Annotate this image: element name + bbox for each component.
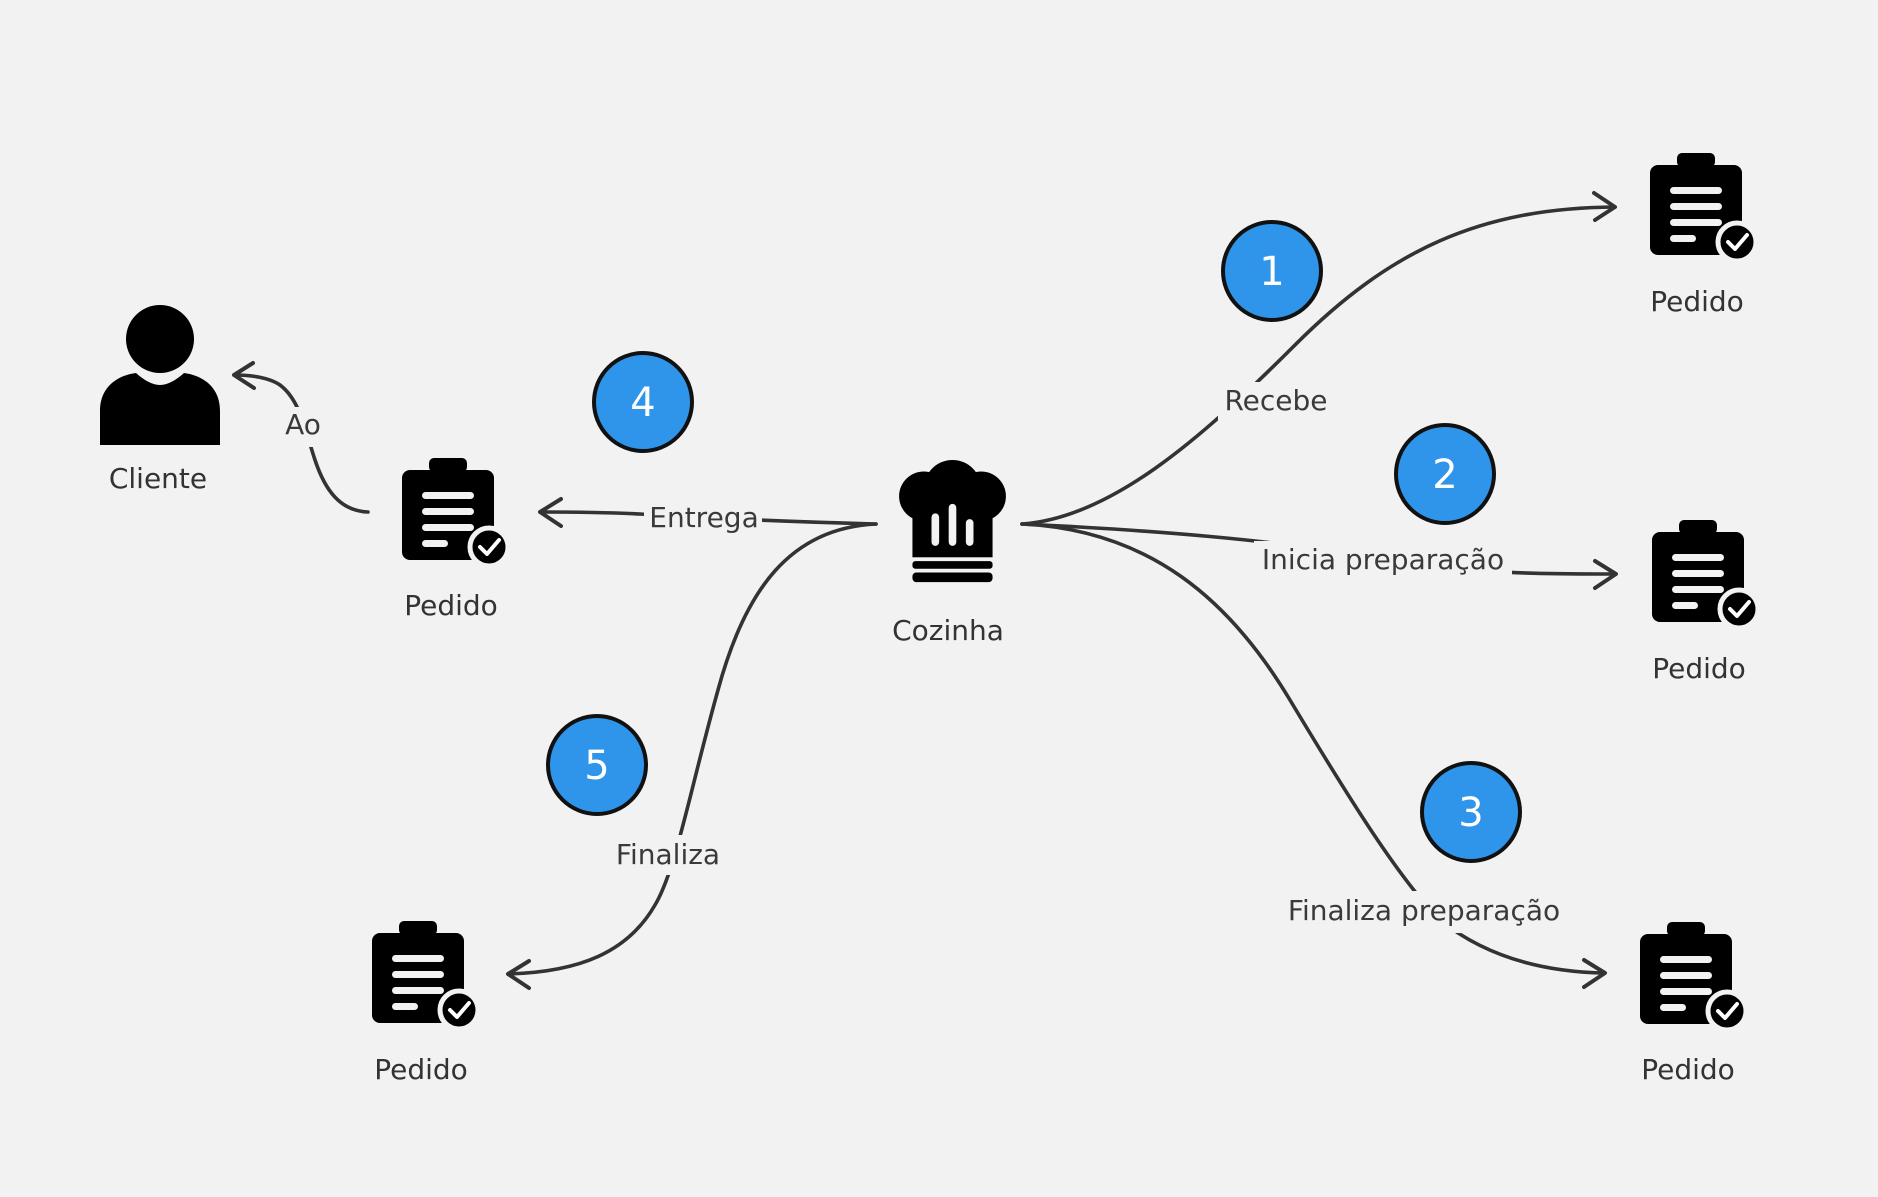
edge-label-finaliza: Finaliza [616,838,720,871]
svg-text:4: 4 [630,380,655,426]
node-pedido-recebido[interactable]: Pedido [1650,153,1756,318]
node-label-pedido: Pedido [1652,652,1746,685]
edge-recebe-arrowhead [1592,191,1617,222]
svg-text:2: 2 [1432,452,1457,498]
clipboard-check-icon [372,921,478,1029]
edge-label-inicia-preparacao: Inicia preparação [1262,543,1504,576]
chef-hat-icon [899,460,1006,583]
node-cozinha[interactable]: Cozinha [892,460,1006,647]
edge-finaliza-preparacao-arrowhead [1582,958,1607,989]
edge-label-bg [1254,541,1512,581]
edge-finaliza-preparacao [1020,522,1606,975]
step-badge-4: 4 [592,351,694,453]
svg-text:3: 3 [1458,790,1483,836]
edge-label-bg [1278,891,1570,933]
edge-finaliza [506,522,878,976]
svg-text:1: 1 [1259,249,1284,295]
node-pedido-preparado[interactable]: Pedido [1640,922,1746,1086]
edge-label-entrega: Entrega [649,501,758,534]
step-badge-1: 1 [1221,220,1323,322]
step-badge-3: 3 [1420,761,1522,863]
node-pedido-entregue[interactable]: Pedido [402,458,508,622]
edge-label-finaliza-preparacao: Finaliza preparação [1288,894,1560,927]
edge-label-ao: Ao [285,408,321,441]
edge-entrega-arrowhead [538,497,563,528]
step-badge-5: 5 [546,714,648,816]
clipboard-check-icon [402,458,508,566]
edge-label-bg [609,835,727,875]
node-pedido-em-preparacao[interactable]: Pedido [1652,520,1758,685]
edge-ao-arrowhead [232,361,256,390]
edge-finaliza-arrowhead [506,959,531,990]
node-label-pedido: Pedido [404,589,498,622]
node-label-pedido: Pedido [1641,1053,1735,1086]
edge-label-bg [644,498,762,538]
step-badge-2: 2 [1394,423,1496,525]
node-label-pedido: Pedido [1650,285,1744,318]
edge-recebe [1020,205,1617,526]
node-label-cliente: Cliente [109,462,207,495]
node-cliente[interactable]: Cliente [100,305,220,495]
node-label-cozinha: Cozinha [892,614,1004,647]
edge-label-bg [1218,382,1334,422]
clipboard-check-icon [1650,153,1756,261]
node-pedido-finalizado[interactable]: Pedido [372,921,478,1086]
svg-text:5: 5 [584,743,609,789]
edge-label-bg [278,407,328,447]
edge-inicia-preparacao-arrowhead [1593,559,1618,590]
user-icon [100,305,220,445]
edge-label-recebe: Recebe [1224,384,1327,417]
clipboard-check-icon [1652,520,1758,628]
node-label-pedido: Pedido [374,1053,468,1086]
clipboard-check-icon [1640,922,1746,1030]
